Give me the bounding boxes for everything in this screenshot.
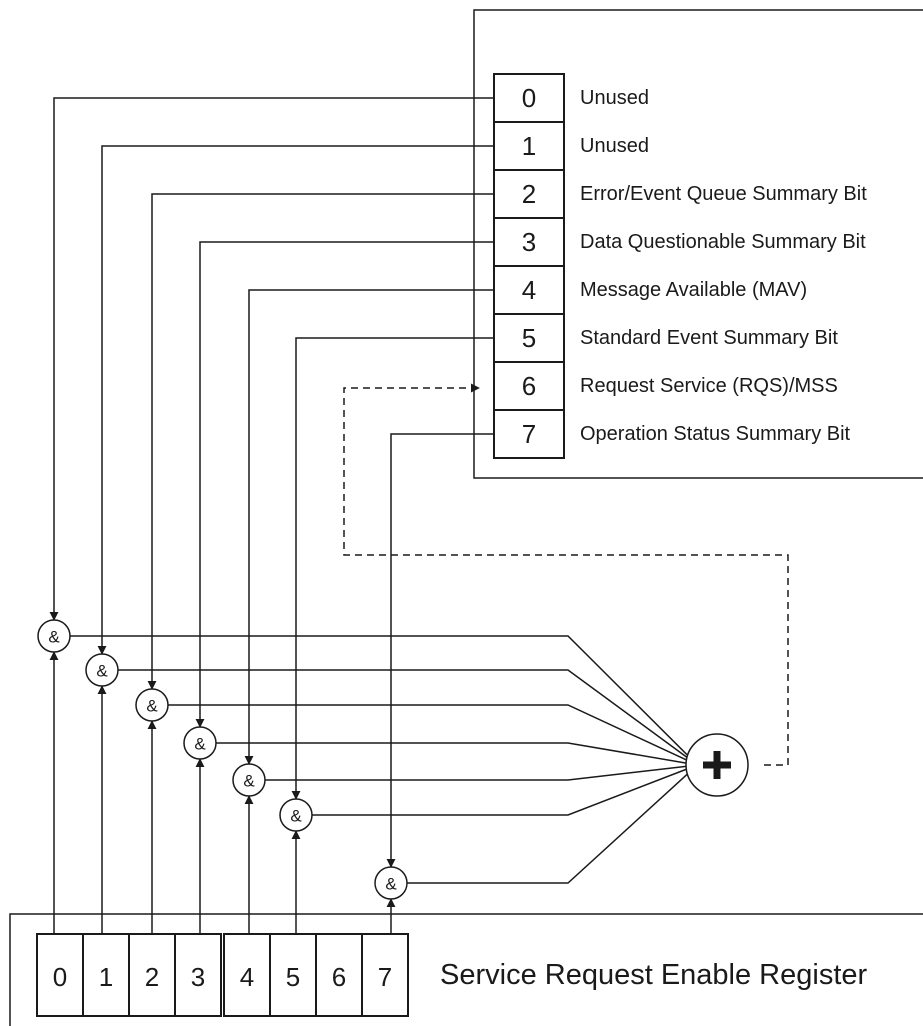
sre-bit-number: 7 (378, 962, 392, 992)
plus-icon (703, 751, 731, 779)
status-bit-number: 0 (522, 83, 536, 113)
status-wire-bit-2 (147, 193, 494, 690)
or-gate (685, 733, 749, 797)
sre-title: Service Request Enable Register (440, 959, 868, 991)
sre-bits: 0 1 2 3 4 5 6 7 (36, 933, 409, 1017)
and-gate-symbol: & (385, 875, 397, 894)
and-gate-4: & (232, 763, 266, 797)
and-gates: & & & & & & & (37, 619, 408, 900)
or-wire-bit-7 (407, 773, 688, 884)
and-gate-circle (135, 688, 169, 722)
status-bit-number: 4 (522, 275, 536, 305)
sre-bit-cell (174, 933, 222, 1017)
sre-bit-number: 6 (332, 962, 346, 992)
sre-bit-cell (223, 933, 271, 1017)
status-bit-1: 1 Unused (493, 121, 649, 171)
and-gate-3: & (183, 726, 217, 760)
status-bit-number: 1 (522, 131, 536, 161)
and-gate-circle (232, 763, 266, 797)
status-bit-label: Unused (580, 87, 649, 109)
sre-bit-cell (361, 933, 409, 1017)
status-bit-5: 5 Standard Event Summary Bit (493, 313, 838, 363)
or-wire-bit-0 (70, 635, 688, 756)
sre-bit-number: 2 (145, 962, 159, 992)
status-wire-bit-4 (244, 289, 494, 765)
status-bit-cell (493, 121, 565, 171)
sre-bit-number: 5 (286, 962, 300, 992)
status-bit-4: 4 Message Available (MAV) (493, 265, 807, 315)
gate-to-or-wires (70, 635, 688, 884)
status-bit-label: Message Available (MAV) (580, 279, 807, 301)
or-wire-bit-1 (118, 669, 688, 759)
and-gate-symbol: & (96, 662, 108, 681)
sre-bit-cell (82, 933, 130, 1017)
and-gate-circle (85, 653, 119, 687)
status-bit-label: Data Questionable Summary Bit (580, 231, 866, 253)
sre-bit-number: 4 (240, 962, 254, 992)
status-bit-cell (493, 409, 565, 459)
status-wire-bit-0 (49, 97, 494, 621)
and-gate-symbol: & (146, 697, 158, 716)
sre-bit-cell (269, 933, 317, 1017)
and-gate-0: & (37, 619, 71, 653)
sre-bit-number: 3 (191, 962, 205, 992)
status-bit-label: Standard Event Summary Bit (580, 327, 838, 349)
status-wire-bit-7 (386, 433, 494, 868)
sre-bit-number: 1 (99, 962, 113, 992)
sre-bit-cell (315, 933, 363, 1017)
sre-bit-0: 0 (36, 933, 84, 1017)
or-wire-bit-4 (265, 765, 688, 781)
sre-bit-5: 5 (269, 933, 317, 1017)
rqs-feedback-line (343, 383, 789, 766)
or-wire-bit-2 (168, 704, 688, 761)
status-bit-cell (493, 361, 565, 411)
and-gate-circle (374, 866, 408, 900)
status-bit-cell (493, 169, 565, 219)
status-bit-label: Operation Status Summary Bit (580, 423, 851, 445)
sre-bit-cell (128, 933, 176, 1017)
and-gate-circle (183, 726, 217, 760)
sre-bit-number: 0 (53, 962, 67, 992)
status-wire-bit-1 (97, 145, 494, 655)
status-bit-label: Unused (580, 135, 649, 157)
status-bit-6: 6 Request Service (RQS)/MSS (493, 361, 838, 411)
and-gate-symbol: & (290, 807, 302, 826)
sre-bit-7: 7 (361, 933, 409, 1017)
status-bit-0: 0 Unused (493, 73, 649, 123)
and-gate-2: & (135, 688, 169, 722)
or-wire-bit-3 (216, 742, 688, 764)
and-gate-circle (37, 619, 71, 653)
and-gate-symbol: & (194, 735, 206, 754)
sre-to-gate-wires (49, 651, 396, 934)
status-bit-2: 2 Error/Event Queue Summary Bit (493, 169, 867, 219)
status-bit-number: 3 (522, 227, 536, 257)
sre-bit-1: 1 (82, 933, 130, 1017)
sre-bit-6: 6 (315, 933, 363, 1017)
status-bit-label: Request Service (RQS)/MSS (580, 375, 838, 397)
sre-bit-3: 3 (174, 933, 222, 1017)
sre-bit-cell (36, 933, 84, 1017)
status-bit-number: 5 (522, 323, 536, 353)
and-gate-symbol: & (48, 628, 60, 647)
status-to-gate-wires (49, 97, 494, 868)
and-gate-1: & (85, 653, 119, 687)
status-bit-3: 3 Data Questionable Summary Bit (493, 217, 866, 267)
status-wire-bit-5 (291, 337, 494, 800)
sre-bit-4: 4 (223, 933, 271, 1017)
and-gate-symbol: & (243, 772, 255, 791)
sre-bit-2: 2 (128, 933, 176, 1017)
and-gate-circle (279, 798, 313, 832)
status-bit-7: 7 Operation Status Summary Bit (493, 409, 851, 459)
and-gate-7: & (374, 866, 408, 900)
status-bit-number: 7 (522, 419, 536, 449)
status-bit-number: 6 (522, 371, 536, 401)
and-gate-5: & (279, 798, 313, 832)
status-wire-bit-3 (195, 241, 494, 728)
or-wire-bit-5 (312, 768, 688, 816)
status-bit-label: Error/Event Queue Summary Bit (580, 183, 867, 205)
status-bit-number: 2 (522, 179, 536, 209)
